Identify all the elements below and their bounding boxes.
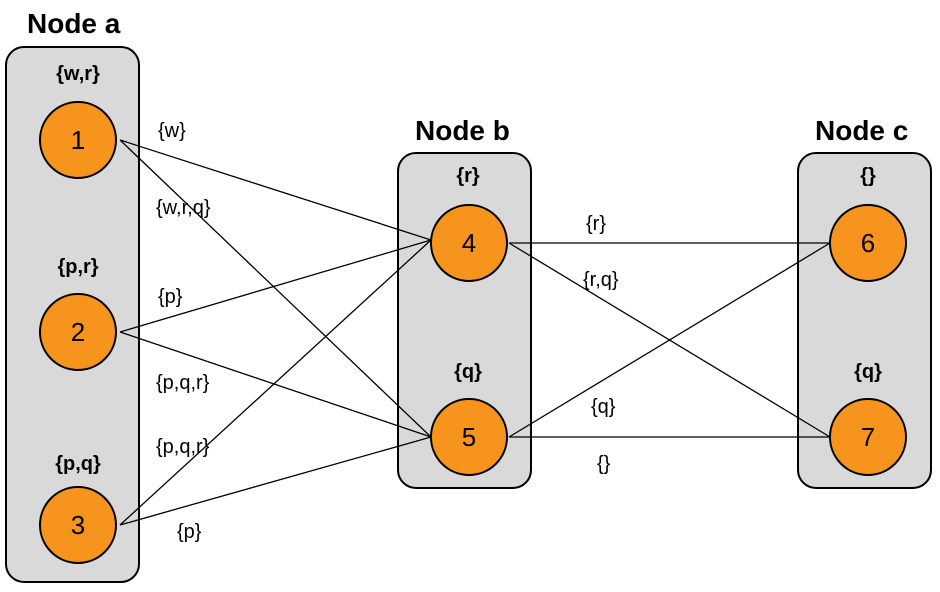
edge-label-5-7: {} <box>597 453 611 475</box>
node-5 <box>430 398 508 476</box>
node-set-5: {q} <box>454 361 482 383</box>
node-label-7: 7 <box>861 422 875 452</box>
edge-label-2-5: {p,q,r} <box>156 372 210 394</box>
edge-3-4 <box>119 239 432 526</box>
group-title-b: Node b <box>415 115 510 146</box>
node-7 <box>829 398 907 476</box>
edge-5-6 <box>508 242 831 438</box>
node-4 <box>430 204 508 282</box>
edge-label-4-7: {r,q} <box>583 269 619 291</box>
node-3 <box>39 486 117 564</box>
edge-3-5 <box>119 436 432 526</box>
node-label-6: 6 <box>861 228 875 258</box>
group-title-a: Node a <box>27 8 121 39</box>
edge-label-3-5: {p} <box>177 521 202 543</box>
edge-label-1-5: {w,r,q} <box>156 197 211 219</box>
node-set-6: {} <box>860 165 876 187</box>
edges <box>119 139 831 526</box>
edge-2-5 <box>119 331 432 438</box>
edge-label-2-4: {p} <box>158 286 183 308</box>
edge-1-4 <box>119 139 432 241</box>
node-set-2: {p,r} <box>57 256 98 278</box>
edge-label-4-6: {r} <box>586 213 606 235</box>
edge-2-4 <box>119 239 432 333</box>
node-set-1: {w,r} <box>56 63 100 85</box>
node-label-4: 4 <box>462 228 476 258</box>
node-label-5: 5 <box>462 422 476 452</box>
node-2 <box>39 293 117 371</box>
node-set-7: {q} <box>854 361 882 383</box>
node-label-3: 3 <box>71 510 85 540</box>
node-set-4: {r} <box>456 165 480 187</box>
edge-1-5 <box>119 139 432 438</box>
group-title-c: Node c <box>815 115 908 146</box>
edge-label-3-4: {p,q,r} <box>156 436 210 458</box>
node-1 <box>39 101 117 179</box>
edge-label-5-6: {q} <box>591 396 616 418</box>
node-label-2: 2 <box>71 317 85 347</box>
node-6 <box>829 204 907 282</box>
edge-label-1-4: {w} <box>158 120 186 142</box>
node-set-3: {p,q} <box>55 453 101 475</box>
node-label-1: 1 <box>71 125 85 155</box>
